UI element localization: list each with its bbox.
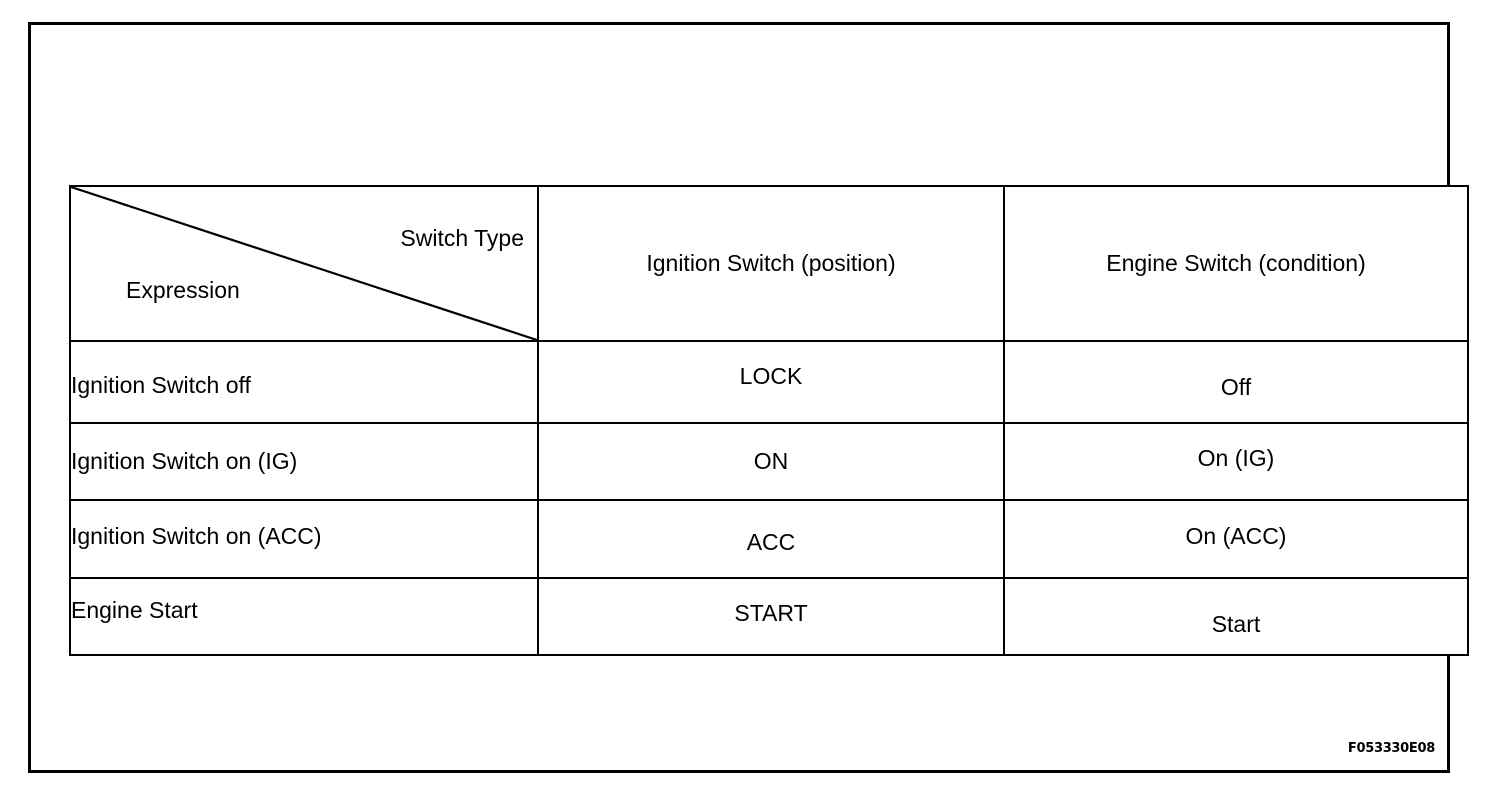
row-expression-cell: Ignition Switch on (IG): [69, 422, 539, 501]
figure-reference-code: F053330E08: [1347, 741, 1435, 756]
column-header-engine-switch: Engine Switch (condition): [1003, 185, 1469, 342]
corner-header-switch-type-label: Switch Type: [400, 225, 524, 251]
column-header-ignition-switch: Ignition Switch (position): [537, 185, 1005, 342]
row-expression-cell: Ignition Switch off: [69, 340, 539, 424]
row-expression-label: Ignition Switch on (IG): [71, 448, 298, 474]
row-ignition-position-value: ON: [753, 448, 789, 474]
row-expression-label: Ignition Switch off: [71, 371, 251, 398]
row-ignition-position-cell: LOCK: [537, 340, 1005, 424]
row-engine-condition-value: On (IG): [1197, 445, 1275, 471]
row-ignition-position-cell: ACC: [537, 499, 1005, 579]
row-engine-condition-value: Start: [1211, 611, 1261, 637]
row-engine-condition-cell: On (ACC): [1003, 499, 1469, 579]
table-header-row: Switch Type Expression Ignition Switch (…: [69, 185, 1469, 342]
table-row: Engine Start START Start: [69, 577, 1469, 656]
row-engine-condition-value: Off: [1220, 373, 1252, 400]
table-row: Ignition Switch on (IG) ON On (IG): [69, 422, 1469, 501]
row-engine-condition-cell: On (IG): [1003, 422, 1469, 501]
table-row: Ignition Switch off LOCK Off: [69, 340, 1469, 424]
corner-header-cell: Switch Type Expression: [69, 185, 539, 342]
corner-header-expression-label: Expression: [126, 277, 240, 303]
row-engine-condition-value: On (ACC): [1185, 522, 1287, 549]
row-expression-label: Engine Start: [71, 597, 198, 623]
row-ignition-position-value: LOCK: [739, 362, 803, 389]
page-frame: Switch Type Expression Ignition Switch (…: [28, 22, 1469, 773]
row-engine-condition-cell: Start: [1003, 577, 1469, 656]
row-engine-condition-cell: Off: [1003, 340, 1469, 424]
row-expression-cell: Ignition Switch on (ACC): [69, 499, 539, 579]
column-header-engine-switch-label: Engine Switch (condition): [1106, 250, 1366, 276]
row-ignition-position-value: START: [734, 600, 808, 626]
row-expression-label: Ignition Switch on (ACC): [71, 522, 322, 549]
row-ignition-position-value: ACC: [746, 528, 796, 555]
row-ignition-position-cell: START: [537, 577, 1005, 656]
table-row: Ignition Switch on (ACC) ACC On (ACC): [69, 499, 1469, 579]
switch-type-comparison-table: Switch Type Expression Ignition Switch (…: [69, 185, 1469, 656]
row-ignition-position-cell: ON: [537, 422, 1005, 501]
column-header-ignition-switch-label: Ignition Switch (position): [646, 250, 896, 276]
diagonal-divider-icon: [71, 187, 537, 340]
row-expression-cell: Engine Start: [69, 577, 539, 656]
